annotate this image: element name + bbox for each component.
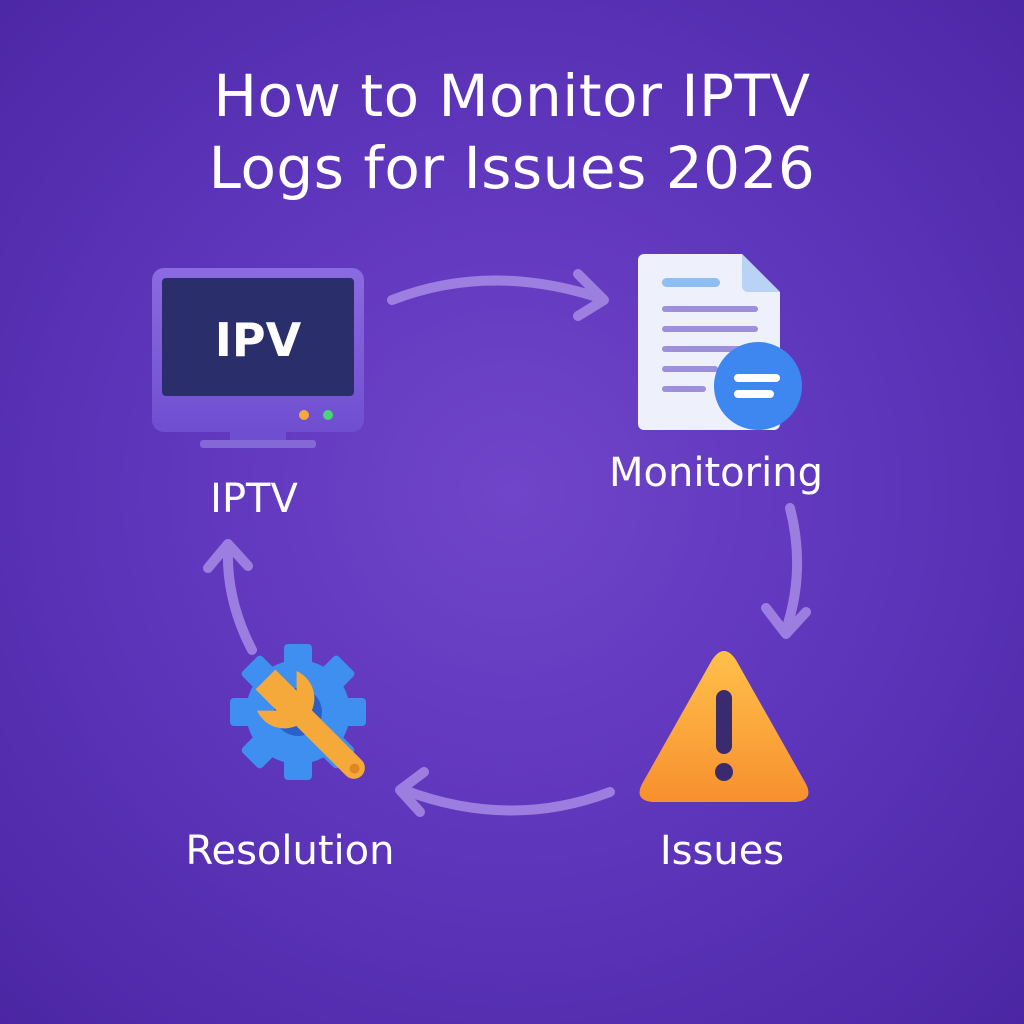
arrow-resolution-to-iptv [222, 543, 257, 655]
warning-triangle-icon [639, 651, 809, 802]
gear-wrench-icon [230, 644, 366, 780]
node-label-resolution: Resolution [185, 828, 395, 874]
node-label-issues: Issues [659, 828, 785, 874]
tv-monitor-icon: IPV [152, 268, 364, 448]
arrow-monitoring-to-issues [781, 503, 803, 635]
monitor-screen-text: IPV [215, 313, 302, 367]
diagram-title: How to Monitor IPTV Logs for Issues 2026 [0, 60, 1024, 204]
arrow-head-right [761, 603, 811, 639]
arrow-issues-to-resolution [399, 785, 615, 816]
node-label-monitoring: Monitoring [609, 450, 823, 496]
arrow-head-bottom [395, 767, 429, 817]
arrow-iptv-to-monitoring [387, 275, 605, 305]
node-label-iptv: IPTV [210, 476, 298, 522]
arrow-head-top [573, 269, 609, 321]
arrow-head-left [203, 539, 253, 573]
title-line-2: Logs for Issues 2026 [208, 134, 816, 202]
log-document-icon [638, 254, 802, 430]
title-line-1: How to Monitor IPTV [213, 62, 811, 130]
